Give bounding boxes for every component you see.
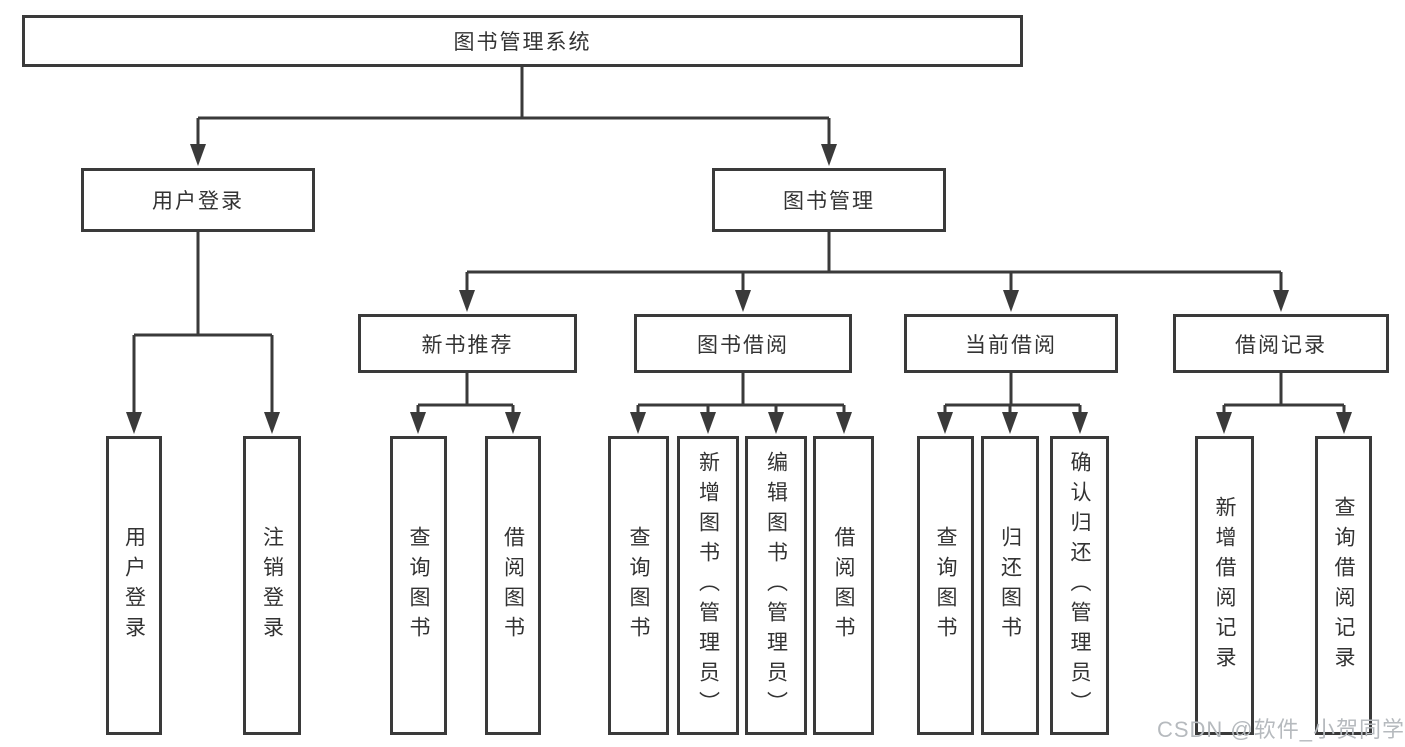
leaf-return-books: 归还图书 — [981, 436, 1039, 735]
leaf-add-borrow-record: 新增借阅记录 — [1195, 436, 1254, 735]
leaf-confirm-return-admin: 确认归还（管理员） — [1050, 436, 1109, 735]
leaf-logout: 注销登录 — [243, 436, 301, 735]
node-book-management: 图书管理 — [712, 168, 946, 232]
node-root: 图书管理系统 — [22, 15, 1023, 67]
leaf-edit-book-admin: 编辑图书（管理员） — [745, 436, 807, 735]
node-current-borrowing: 当前借阅 — [904, 314, 1118, 373]
node-book-borrowing: 图书借阅 — [634, 314, 852, 373]
leaf-query-borrow-record: 查询借阅记录 — [1315, 436, 1372, 735]
leaf-borrow-books-borrowing: 借阅图书 — [813, 436, 874, 735]
node-user-login: 用户登录 — [81, 168, 315, 232]
leaf-borrow-books-recommend: 借阅图书 — [485, 436, 541, 735]
node-borrow-records: 借阅记录 — [1173, 314, 1389, 373]
leaf-query-books-current: 查询图书 — [917, 436, 974, 735]
leaf-query-books-borrowing: 查询图书 — [608, 436, 669, 735]
leaf-add-book-admin: 新增图书（管理员） — [677, 436, 739, 735]
watermark: CSDN @软件_小贺同学 — [1156, 717, 1405, 742]
leaf-query-books-recommend: 查询图书 — [390, 436, 447, 735]
arrowheads — [126, 144, 1352, 434]
leaf-user-login: 用户登录 — [106, 436, 162, 735]
node-new-book-recommend: 新书推荐 — [358, 314, 577, 373]
